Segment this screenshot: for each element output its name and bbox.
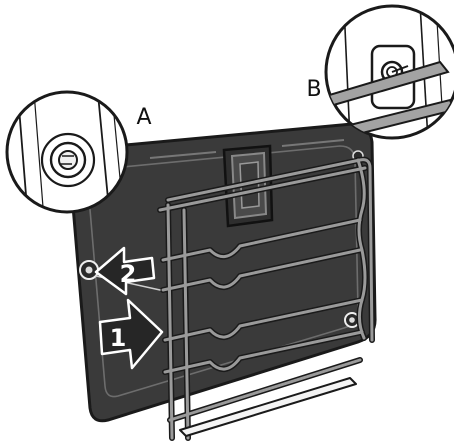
step-1-arrow: 1 [98, 298, 164, 370]
step-2-arrow: 2 [94, 246, 156, 296]
shelf-support-rack [95, 156, 375, 441]
step-1-label: 1 [110, 324, 127, 352]
detail-callout-b: B [306, 4, 454, 140]
callout-a-label: A [136, 105, 151, 130]
step-2-label: 2 [120, 260, 137, 288]
detail-callout-a: A [5, 90, 152, 214]
callout-b-label: B [306, 77, 321, 102]
